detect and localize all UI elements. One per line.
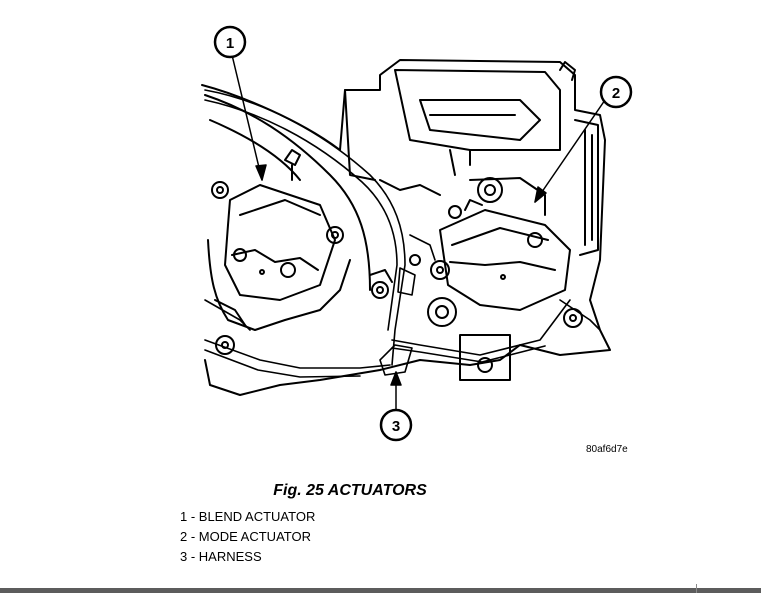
callout-2: 2 — [599, 75, 633, 109]
scrollbar-divider — [696, 584, 697, 593]
hvac-housing — [201, 59, 611, 396]
callout-3-label: 3 — [392, 418, 400, 435]
actuator-illustration: 1 2 3 — [201, 25, 633, 442]
image-code: 80af6d7e — [586, 444, 628, 455]
legend-item: 3 - HARNESS — [180, 549, 262, 564]
mounting-bolts — [369, 254, 421, 299]
leader-lines — [231, 54, 606, 411]
legend-item: 2 - MODE ACTUATOR — [180, 529, 311, 544]
mode-actuator — [427, 177, 583, 381]
callout-1-label: 1 — [226, 35, 234, 52]
callout-1: 1 — [213, 25, 247, 59]
figure-title: Fig. 25 ACTUATORS — [273, 482, 427, 499]
legend: 1 - BLEND ACTUATOR 2 - MODE ACTUATOR 3 -… — [180, 507, 315, 567]
blend-actuator — [207, 149, 351, 355]
wiring — [204, 89, 601, 378]
bottom-scrollbar[interactable] — [0, 588, 761, 593]
legend-item: 1 - BLEND ACTUATOR — [180, 509, 316, 524]
callout-2-label: 2 — [612, 85, 620, 102]
callout-3: 3 — [379, 408, 413, 442]
